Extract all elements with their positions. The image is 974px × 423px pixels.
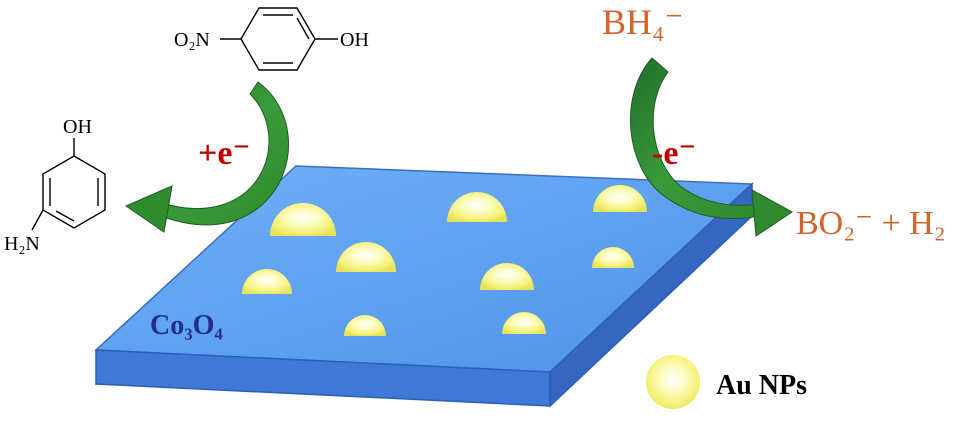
nanoparticle [344, 315, 386, 336]
oxidation-arrow [629, 57, 793, 237]
arrow-head-icon [751, 189, 793, 237]
nitrophenol-structure [220, 7, 338, 71]
benzene-ring-icon [240, 7, 316, 71]
legend: Au NPs [646, 355, 807, 409]
aminophenol-structure [31, 138, 106, 231]
slab-top-face [94, 165, 754, 373]
reduction-arrow [124, 81, 290, 233]
nanoparticle [502, 312, 546, 334]
au-nanoparticles [242, 185, 647, 336]
nanoparticle [242, 269, 292, 294]
aminophenol-top-group: OH [63, 116, 92, 138]
aminophenol-bottom-group: H₂N [4, 233, 40, 255]
plus-electron-label: +e⁻ [198, 135, 250, 172]
minus-electron-label: -e⁻ [652, 135, 696, 172]
borohydride-label: BH₄⁻ [602, 2, 684, 42]
arrow-head-icon [124, 185, 173, 233]
nanoparticle [447, 192, 507, 222]
nitrophenol-right-group: OH [340, 29, 369, 51]
nanoparticle [480, 263, 534, 290]
nanoparticle [593, 185, 647, 212]
benzene-ring-icon [42, 155, 106, 229]
nanoparticle [592, 247, 634, 268]
nanoparticle [270, 203, 336, 236]
legend-label: Au NPs [716, 370, 807, 401]
co3o4-label: Co₃O₄ [150, 310, 223, 341]
nanoparticle [336, 242, 396, 272]
legend-nanoparticle-icon [646, 355, 700, 409]
co3o4-slab [94, 165, 754, 408]
nitrophenol-left-group: O₂N [174, 29, 210, 51]
products-label: BO₂⁻ + H₂ [796, 205, 946, 242]
